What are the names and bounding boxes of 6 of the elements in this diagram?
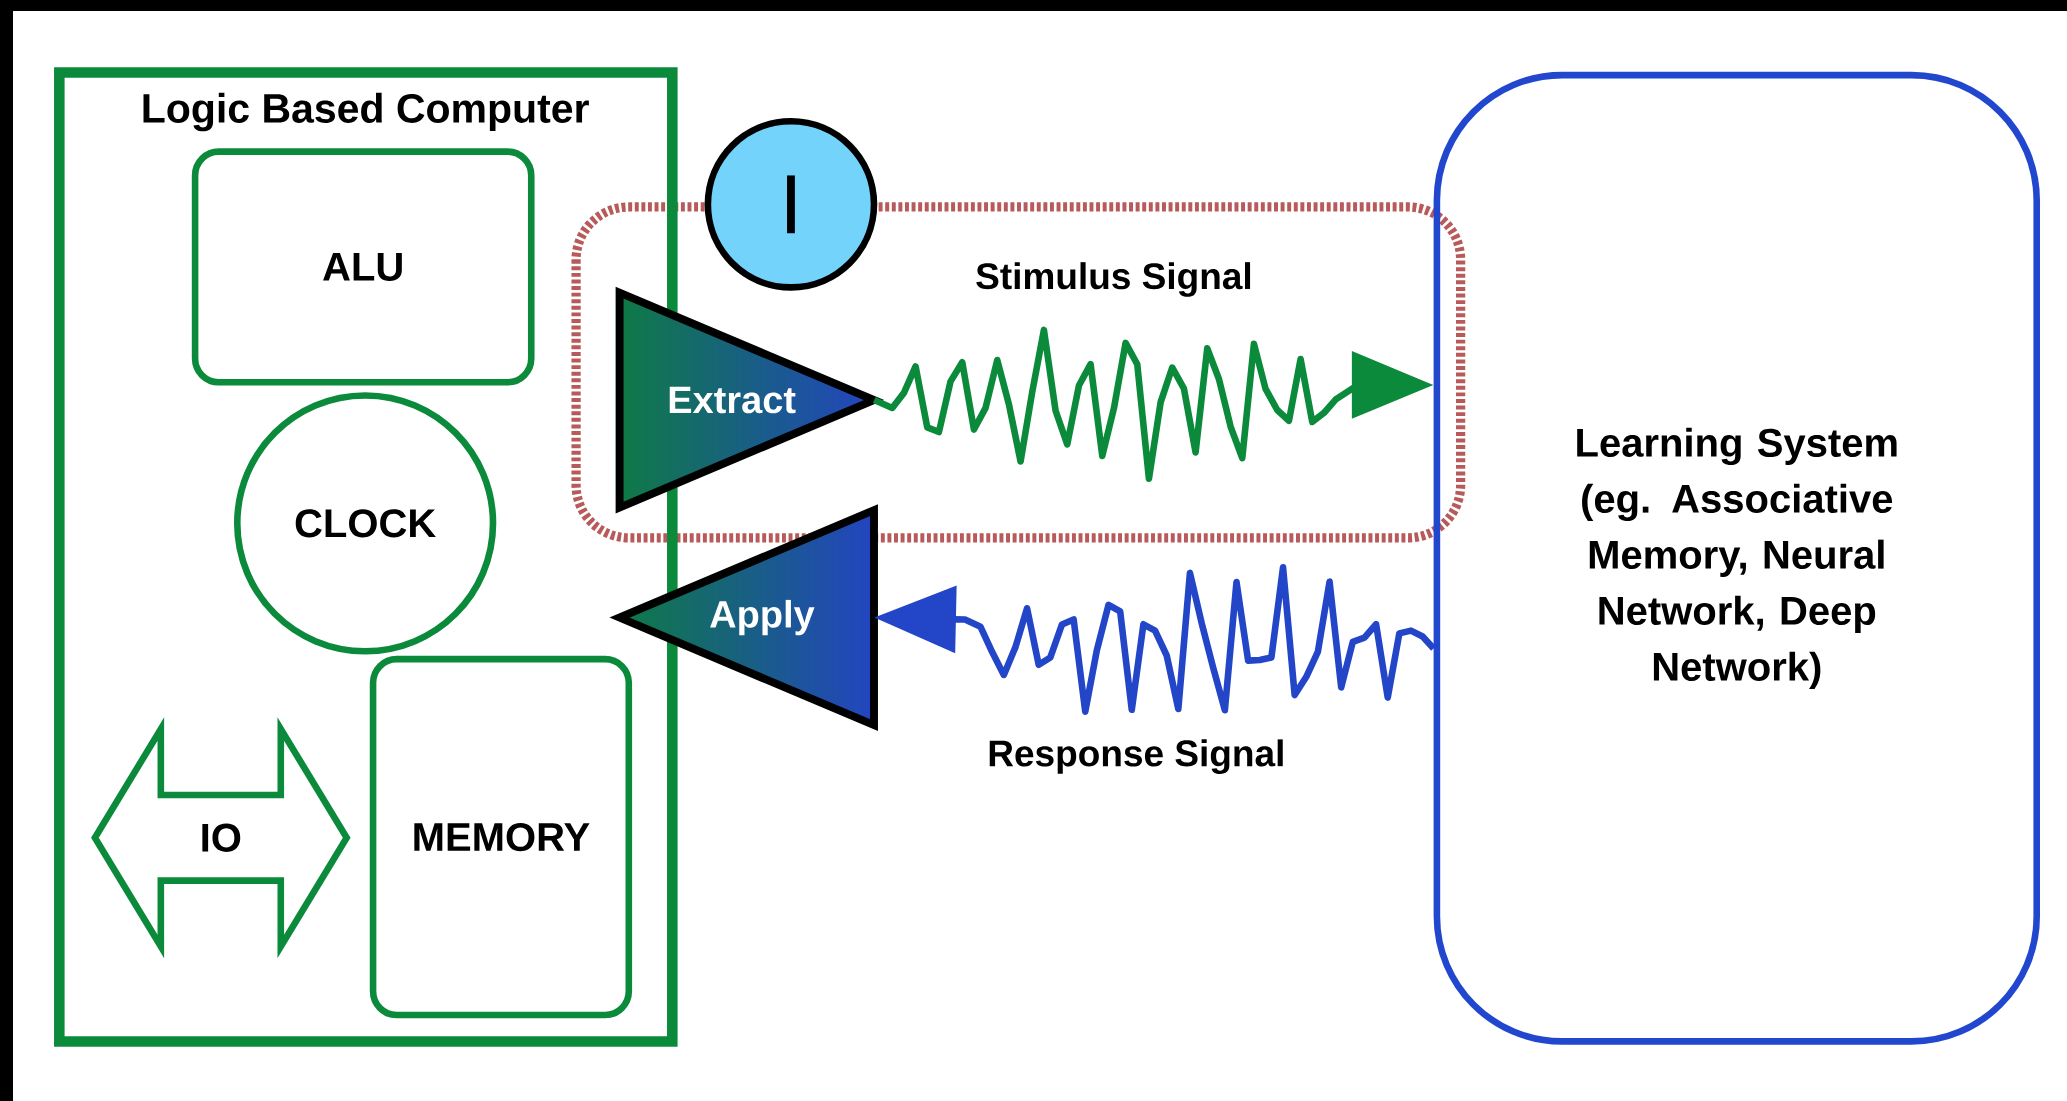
edge-label: Stimulus Signal [973,260,1255,299]
memory-box: MEMORY [369,655,633,1019]
learning-system-capsule: Learning System (eg. Associative Memory, Neural Network, Deep Network) [1433,71,2040,1045]
circle-badge: I [704,118,878,291]
alu-box: ALU [191,148,535,386]
edge-label: Response Signal [985,737,1288,776]
